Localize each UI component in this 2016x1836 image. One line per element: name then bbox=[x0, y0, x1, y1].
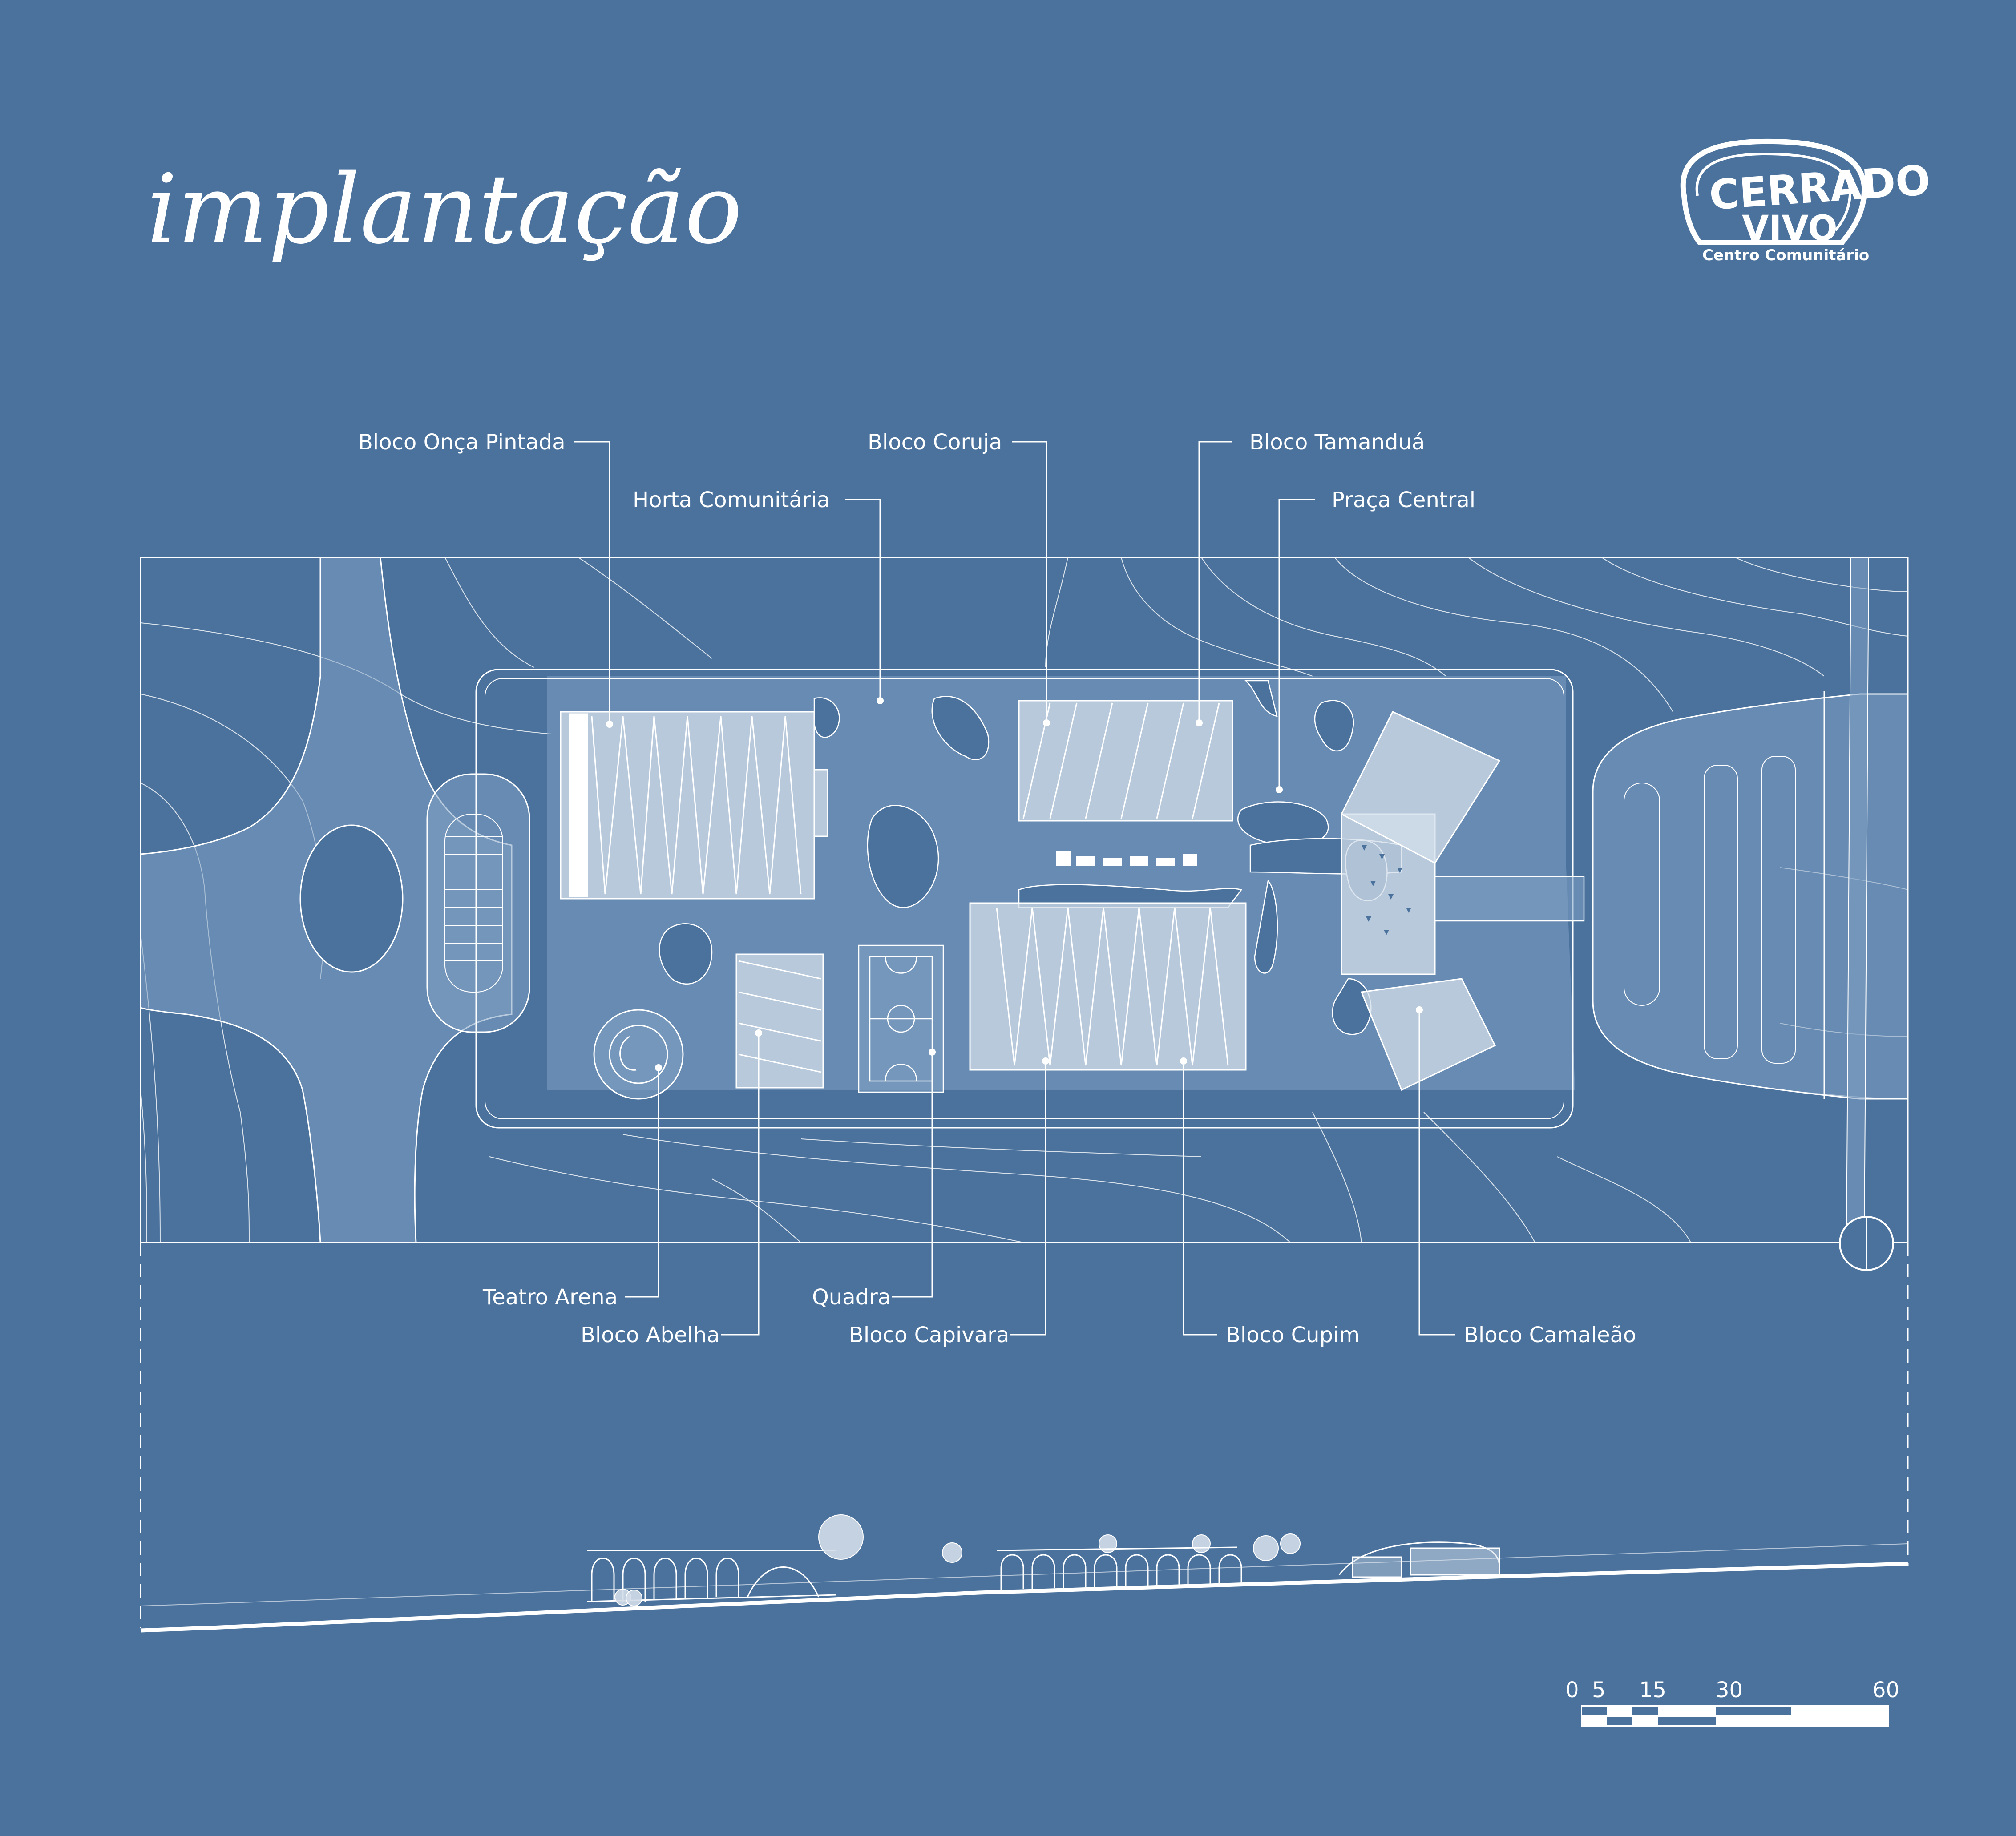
logo-line2: VIVO bbox=[1742, 209, 1838, 249]
scale-tick-60: 60 bbox=[1872, 1678, 1899, 1703]
label-quadra: Quadra bbox=[812, 1285, 891, 1310]
site-section bbox=[140, 1514, 1908, 1633]
roundabout bbox=[299, 824, 404, 973]
site-plan bbox=[140, 557, 1909, 1271]
entrance-walkway bbox=[1434, 876, 1585, 922]
label-bloco-tamandua: Bloco Tamanduá bbox=[1249, 430, 1425, 455]
projection-lines bbox=[140, 1243, 1909, 1628]
label-praca-central: Praça Central bbox=[1332, 488, 1475, 512]
section-building-right bbox=[1338, 1541, 1500, 1578]
label-teatro-arena: Teatro Arena bbox=[482, 1285, 618, 1310]
label-bloco-cupim: Bloco Cupim bbox=[1226, 1323, 1360, 1348]
parking-left bbox=[426, 773, 530, 1033]
central-plaza-element bbox=[1056, 851, 1197, 866]
scale-tick-0: 0 bbox=[1565, 1678, 1579, 1703]
bloco-onca-pintada bbox=[560, 711, 828, 900]
ground-line bbox=[140, 1562, 1908, 1633]
scale-tick-5: 5 bbox=[1592, 1678, 1606, 1703]
label-bloco-coruja: Bloco Coruja bbox=[868, 430, 1002, 455]
label-bloco-abelha: Bloco Abelha bbox=[581, 1323, 720, 1348]
label-bloco-capivara: Bloco Capivara bbox=[849, 1323, 1009, 1348]
scale-tick-15: 15 bbox=[1639, 1678, 1666, 1703]
label-bloco-onca-pintada: Bloco Onça Pintada bbox=[358, 430, 566, 455]
bloco-camaleao-cluster bbox=[1341, 711, 1501, 1091]
page-title: implantação bbox=[147, 153, 742, 265]
logo-subtitle: Centro Comunitário bbox=[1702, 246, 1869, 264]
contour-lines bbox=[140, 557, 1908, 1243]
leader-lines bbox=[574, 441, 1455, 1336]
bloco-capivara-cupim bbox=[969, 902, 1247, 1071]
leader-dots bbox=[606, 697, 1423, 1071]
scale-bar: 0 5 15 30 60 bbox=[1565, 1678, 1899, 1727]
teatro-arena bbox=[593, 1009, 684, 1100]
quadra-court bbox=[858, 944, 944, 1093]
north-arrow bbox=[1839, 1216, 1894, 1271]
cerrado-vivo-logo: CERRADO VIVO Centro Comunitário bbox=[1680, 138, 1932, 264]
bloco-coruja bbox=[1018, 700, 1233, 822]
bloco-abelha bbox=[735, 953, 824, 1089]
scale-tick-30: 30 bbox=[1716, 1678, 1743, 1703]
section-building-middle bbox=[996, 1546, 1242, 1590]
parking-right bbox=[1592, 693, 1909, 1100]
label-horta-comunitaria: Horta Comunitária bbox=[633, 488, 830, 512]
label-bloco-camaleao: Bloco Camaleão bbox=[1464, 1323, 1636, 1348]
